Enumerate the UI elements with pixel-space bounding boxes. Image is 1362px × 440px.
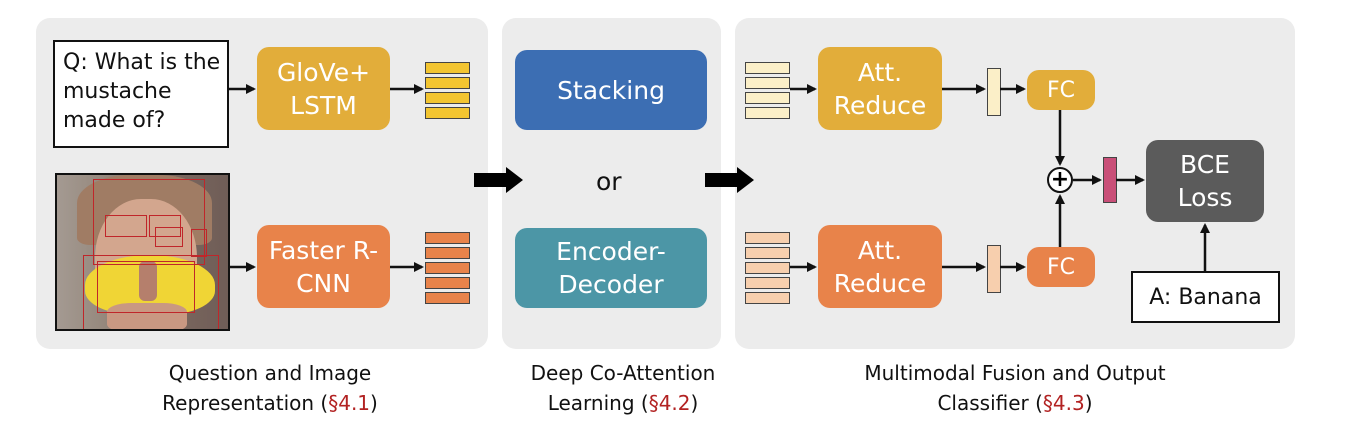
image-vector [987, 245, 1001, 293]
text-attended-row [745, 77, 790, 89]
caption-coattention: Deep Co-Attention Learning (§4.2) [510, 358, 736, 418]
image-attended-row [745, 277, 790, 289]
stacking-box: Stacking [515, 50, 707, 130]
text-feature-stack [425, 62, 470, 122]
caption-fusion: Multimodal Fusion and Output Classifier … [835, 358, 1195, 418]
text-vector [987, 68, 1001, 116]
bbox-mustache [97, 261, 195, 313]
text-feature-row [425, 62, 470, 74]
bce-loss-label: BCE Loss [1177, 150, 1233, 212]
caption-fusion-text: Multimodal Fusion and Output Classifier … [864, 361, 1166, 415]
answer-text: A: Banana [1149, 284, 1262, 310]
fc-bottom-box: FC [1027, 247, 1095, 287]
att-reduce-bottom-box: Att. Reduce [818, 225, 942, 308]
image-feature-row [425, 232, 470, 244]
caption-representation-text: Question and Image Representation ( [162, 361, 372, 415]
image-reduced-stack [745, 232, 790, 308]
big-arrow-to-coattention [474, 167, 523, 193]
sum-symbol: + [1050, 167, 1070, 192]
att-reduce-bottom-label: Att. Reduce [833, 235, 927, 298]
caption-representation-ref: §4.1 [328, 391, 371, 415]
text-attended-row [745, 92, 790, 104]
image-feature-row [425, 247, 470, 259]
image-feature-row [425, 292, 470, 304]
input-image [55, 173, 230, 331]
encoder-decoder-box: Encoder-Decoder [515, 228, 707, 308]
image-chin [107, 303, 187, 329]
faster-rcnn-label: Faster R-CNN [268, 235, 379, 298]
answer-box: A: Banana [1131, 271, 1280, 323]
image-feature-stack [425, 232, 470, 308]
bbox-nose [155, 227, 183, 247]
big-arrow-to-fusion [705, 167, 754, 193]
bbox-banana [83, 255, 219, 329]
image-attended-row [745, 247, 790, 259]
image-attended-row [745, 232, 790, 244]
glove-lstm-box: GloVe+ LSTM [257, 47, 390, 130]
text-feature-row [425, 107, 470, 119]
bbox-face [93, 179, 205, 265]
caption-coattention-ref: §4.2 [648, 391, 691, 415]
or-label: or [596, 167, 622, 196]
bbox-eye-left [105, 215, 147, 237]
caption-fusion-ref: §4.3 [1042, 391, 1085, 415]
encoder-decoder-label: Encoder-Decoder [556, 237, 666, 299]
glove-lstm-label: GloVe+ LSTM [276, 57, 371, 120]
image-feature-row [425, 277, 470, 289]
caption-representation: Question and Image Representation (§4.1) [150, 358, 390, 418]
caption-coattention-text: Deep Co-Attention Learning ( [530, 361, 716, 415]
caption-representation-close: ) [370, 391, 378, 415]
caption-fusion-close: ) [1084, 391, 1093, 415]
text-attended-row [745, 107, 790, 119]
fc-top-label: FC [1046, 77, 1075, 103]
caption-coattention-close: ) [690, 391, 699, 415]
text-reduced-stack [745, 62, 790, 122]
image-feature-row [425, 262, 470, 274]
att-reduce-top-label: Att. Reduce [833, 57, 927, 120]
sum-node: + [1047, 167, 1073, 193]
stacking-label: Stacking [557, 75, 665, 105]
question-text: Q: What is the mustache made of? [63, 50, 221, 133]
image-mouth-gap [139, 261, 157, 301]
question-box: Q: What is the mustache made of? [53, 40, 229, 148]
image-attended-row [745, 262, 790, 274]
bbox-eye-right [149, 215, 181, 237]
fc-bottom-label: FC [1046, 254, 1075, 280]
bce-loss-box: BCE Loss [1146, 140, 1264, 222]
text-attended-row [745, 62, 790, 74]
text-feature-row [425, 92, 470, 104]
image-attended-row [745, 292, 790, 304]
faster-rcnn-box: Faster R-CNN [257, 225, 390, 308]
bbox-cheek [191, 229, 207, 257]
att-reduce-top-box: Att. Reduce [818, 47, 942, 130]
fc-top-box: FC [1027, 70, 1095, 110]
text-feature-row [425, 77, 470, 89]
